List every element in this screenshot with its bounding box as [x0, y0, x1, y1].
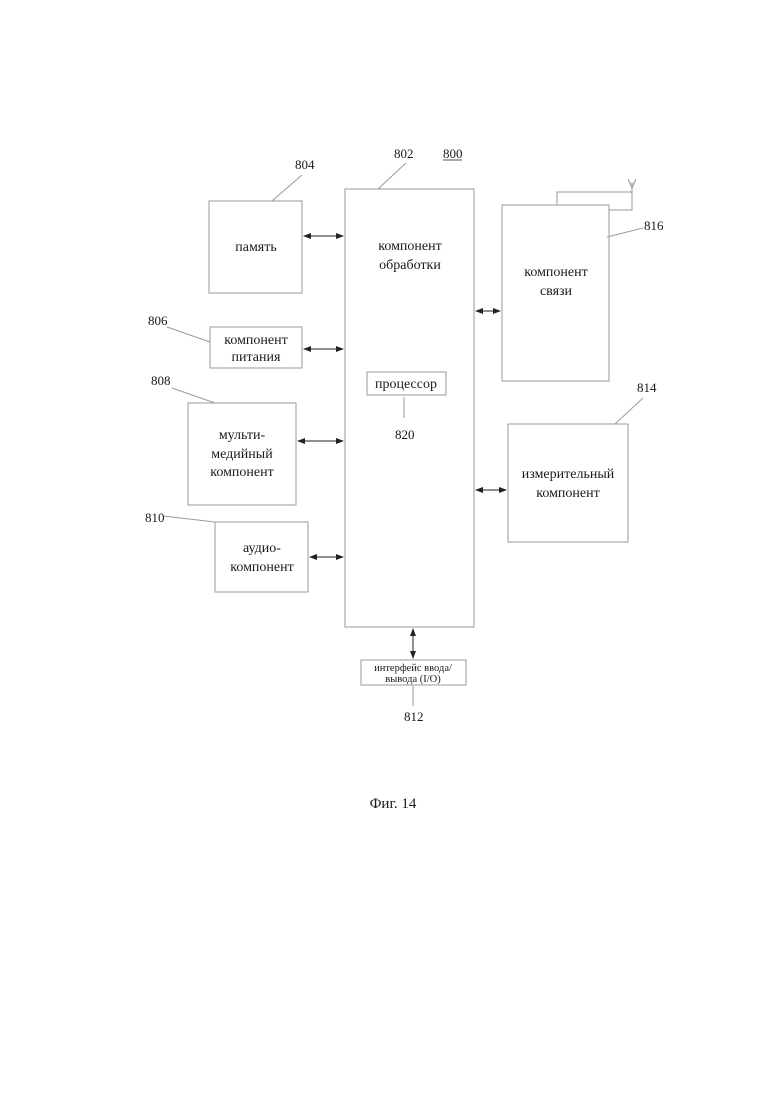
- power-ref: 806: [148, 313, 168, 328]
- processing-component: компонент обработки 802: [344, 146, 475, 628]
- processor: процессор 820: [366, 371, 447, 442]
- power-box: [209, 326, 303, 369]
- audio-label-1: аудио-: [243, 541, 281, 556]
- processing-label-1: компонент: [378, 239, 442, 254]
- power-label-2: питания: [232, 350, 281, 365]
- processing-leader: [377, 162, 407, 190]
- multimedia-label-1: мульти-: [219, 428, 266, 443]
- power-component: компонент питания 806: [148, 313, 344, 369]
- processing-box: [344, 188, 475, 628]
- sensor-label-1: измерительный: [522, 467, 615, 482]
- audio-box: [214, 521, 309, 593]
- memory-label: память: [235, 240, 277, 255]
- sensor-leader: [614, 397, 644, 425]
- power-leader: [166, 326, 211, 343]
- communication-component: компонент связи 816: [475, 178, 664, 382]
- io-interface: интерфейс ввода/ вывода (I/O) 812: [360, 628, 467, 724]
- sensor-component: измерительный компонент 814: [475, 380, 657, 543]
- io-box: [360, 659, 467, 686]
- memory-component: память 804: [208, 157, 344, 294]
- communication-box: [501, 204, 610, 382]
- processor-ref: 820: [395, 427, 415, 442]
- figure-ref: 800: [443, 146, 463, 161]
- communication-leader: [606, 227, 644, 238]
- memory-leader: [271, 174, 303, 202]
- multimedia-label-2: медийный: [211, 447, 273, 462]
- antenna-icon: [627, 178, 637, 190]
- audio-leader: [162, 515, 216, 523]
- multimedia-box: [187, 402, 297, 506]
- sensor-label-2: компонент: [536, 486, 600, 501]
- communication-label-2: связи: [540, 284, 573, 299]
- communication-label-1: компонент: [524, 265, 588, 280]
- processing-ref: 802: [394, 146, 414, 161]
- sensor-box: [507, 423, 629, 543]
- audio-label-2: компонент: [230, 560, 294, 575]
- multimedia-component: мульти- медийный 808 компонент: [151, 373, 344, 506]
- processing-label-2: обработки: [379, 258, 441, 273]
- power-label-1: компонент: [224, 333, 288, 348]
- audio-ref: 810: [145, 510, 165, 525]
- communication-ref: 816: [644, 218, 664, 233]
- io-label-1: интерфейс ввода/: [374, 663, 452, 674]
- audio-component: аудио- компонент 810: [145, 510, 344, 593]
- sensor-ref: 814: [637, 380, 657, 395]
- memory-ref: 804: [295, 157, 315, 172]
- memory-box: [208, 200, 303, 294]
- processor-label: процессор: [375, 377, 437, 392]
- figure-caption: Фиг. 14: [370, 796, 417, 812]
- io-label-2: вывода (I/O): [385, 674, 441, 685]
- processor-box: [366, 371, 447, 396]
- multimedia-ref: 808: [151, 373, 171, 388]
- multimedia-label-3: компонент: [210, 465, 274, 480]
- multimedia-leader: [171, 387, 216, 404]
- io-ref: 812: [404, 709, 424, 724]
